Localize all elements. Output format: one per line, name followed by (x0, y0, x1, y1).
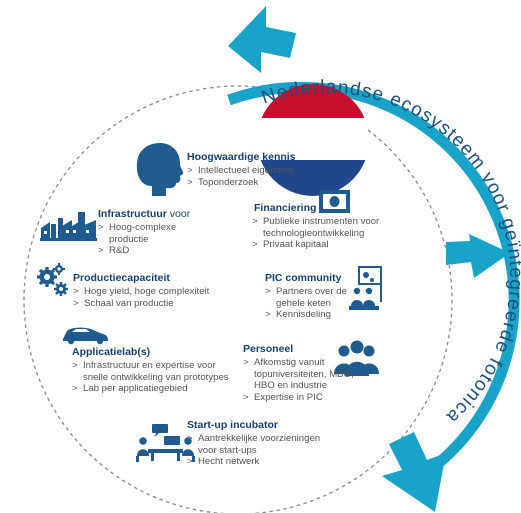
bullet-list: Intellectueel eigendomToponderzoek (187, 165, 337, 188)
bullet-item: Partners over de gehele keten (265, 286, 347, 309)
arrow-right-icon (446, 234, 510, 278)
bullet-list: Aantrekkelijke voorzieningen voor start-… (187, 433, 329, 468)
bullet-item: Expertise in PIC (243, 392, 363, 404)
block-title: Productiecapaciteit (73, 272, 170, 284)
bullet-item: Hoog-complexe productie (98, 222, 208, 245)
bullet-list: Infrastructuur en expertise voor snelle … (72, 360, 240, 395)
bullet-list: Hoge yield, hoge complexiteitSchaal van … (73, 286, 233, 309)
gears-icon (37, 263, 68, 296)
block-infrastructuur: Infrastructuur voor Hoog-complexe produc… (98, 208, 208, 257)
bullet-item: Intellectueel eigendom (187, 165, 337, 177)
block-startup-incubator: Start-up incubator Aantrekkelijke voorzi… (187, 419, 329, 468)
block-title: PIC community (265, 272, 342, 284)
presentation-icon (349, 266, 382, 310)
block-title: Financiering (254, 202, 317, 214)
car-icon (63, 327, 108, 345)
block-title: Infrastructuur voor (98, 208, 208, 221)
bullet-item: Toponderzoek (187, 177, 337, 189)
block-personeel: Personeel Afkomstig vanuit topuniversite… (243, 343, 363, 403)
bullet-item: R&D (98, 245, 208, 257)
meeting-icon (136, 424, 195, 462)
bullet-list: Afkomstig vanuit topuniversiteiten, MBO,… (243, 357, 363, 403)
block-title-bold: Infrastructuur (98, 208, 167, 220)
bullet-item: Schaal van productie (73, 298, 233, 310)
block-productiecapaciteit: Productiecapaciteit Hoge yield, hoge com… (73, 272, 233, 309)
block-kennis: Hoogwaardige kennis Intellectueel eigend… (187, 151, 337, 188)
bullet-item: Privaat kapitaal (252, 239, 380, 251)
block-pic-community: PIC community Partners over de gehele ke… (265, 272, 347, 321)
bullet-item: Kennisdeling (265, 309, 347, 321)
arrow-up-icon (228, 6, 296, 73)
block-title-light: voor (166, 208, 191, 220)
bullet-item: Aantrekkelijke voorzieningen voor start-… (187, 433, 329, 456)
arrow-down-icon (382, 432, 446, 512)
bullet-list: Hoog-complexe productieR&D (98, 222, 208, 257)
head-icon (136, 143, 184, 196)
bullet-item: Hoge yield, hoge complexiteit (73, 286, 233, 298)
block-title: Personeel (243, 343, 294, 355)
block-applicatielab: Applicatielab(s) Infrastructuur en exper… (72, 346, 240, 395)
bullet-list: Partners over de gehele ketenKennisdelin… (265, 286, 347, 321)
bullet-list: Publieke instrumenten voor technologieon… (252, 216, 380, 251)
block-title: Hoogwaardige kennis (187, 151, 296, 163)
bullet-item: Afkomstig vanuit topuniversiteiten, MBO,… (243, 357, 363, 392)
bullet-item: Hecht netwerk (187, 456, 329, 468)
factory-icon (40, 212, 97, 241)
dashed-circle (23, 85, 453, 513)
bullet-item: Publieke instrumenten voor technologieon… (252, 216, 380, 239)
block-title: Applicatielab(s) (72, 346, 151, 358)
block-title: Start-up incubator (187, 419, 278, 431)
bullet-item: Infrastructuur en expertise voor snelle … (72, 360, 240, 383)
banknote-icon (319, 190, 350, 213)
block-financiering: Financiering Publieke instrumenten voor … (252, 202, 380, 251)
bullet-item: Lab per applicatiegebied (72, 383, 240, 395)
